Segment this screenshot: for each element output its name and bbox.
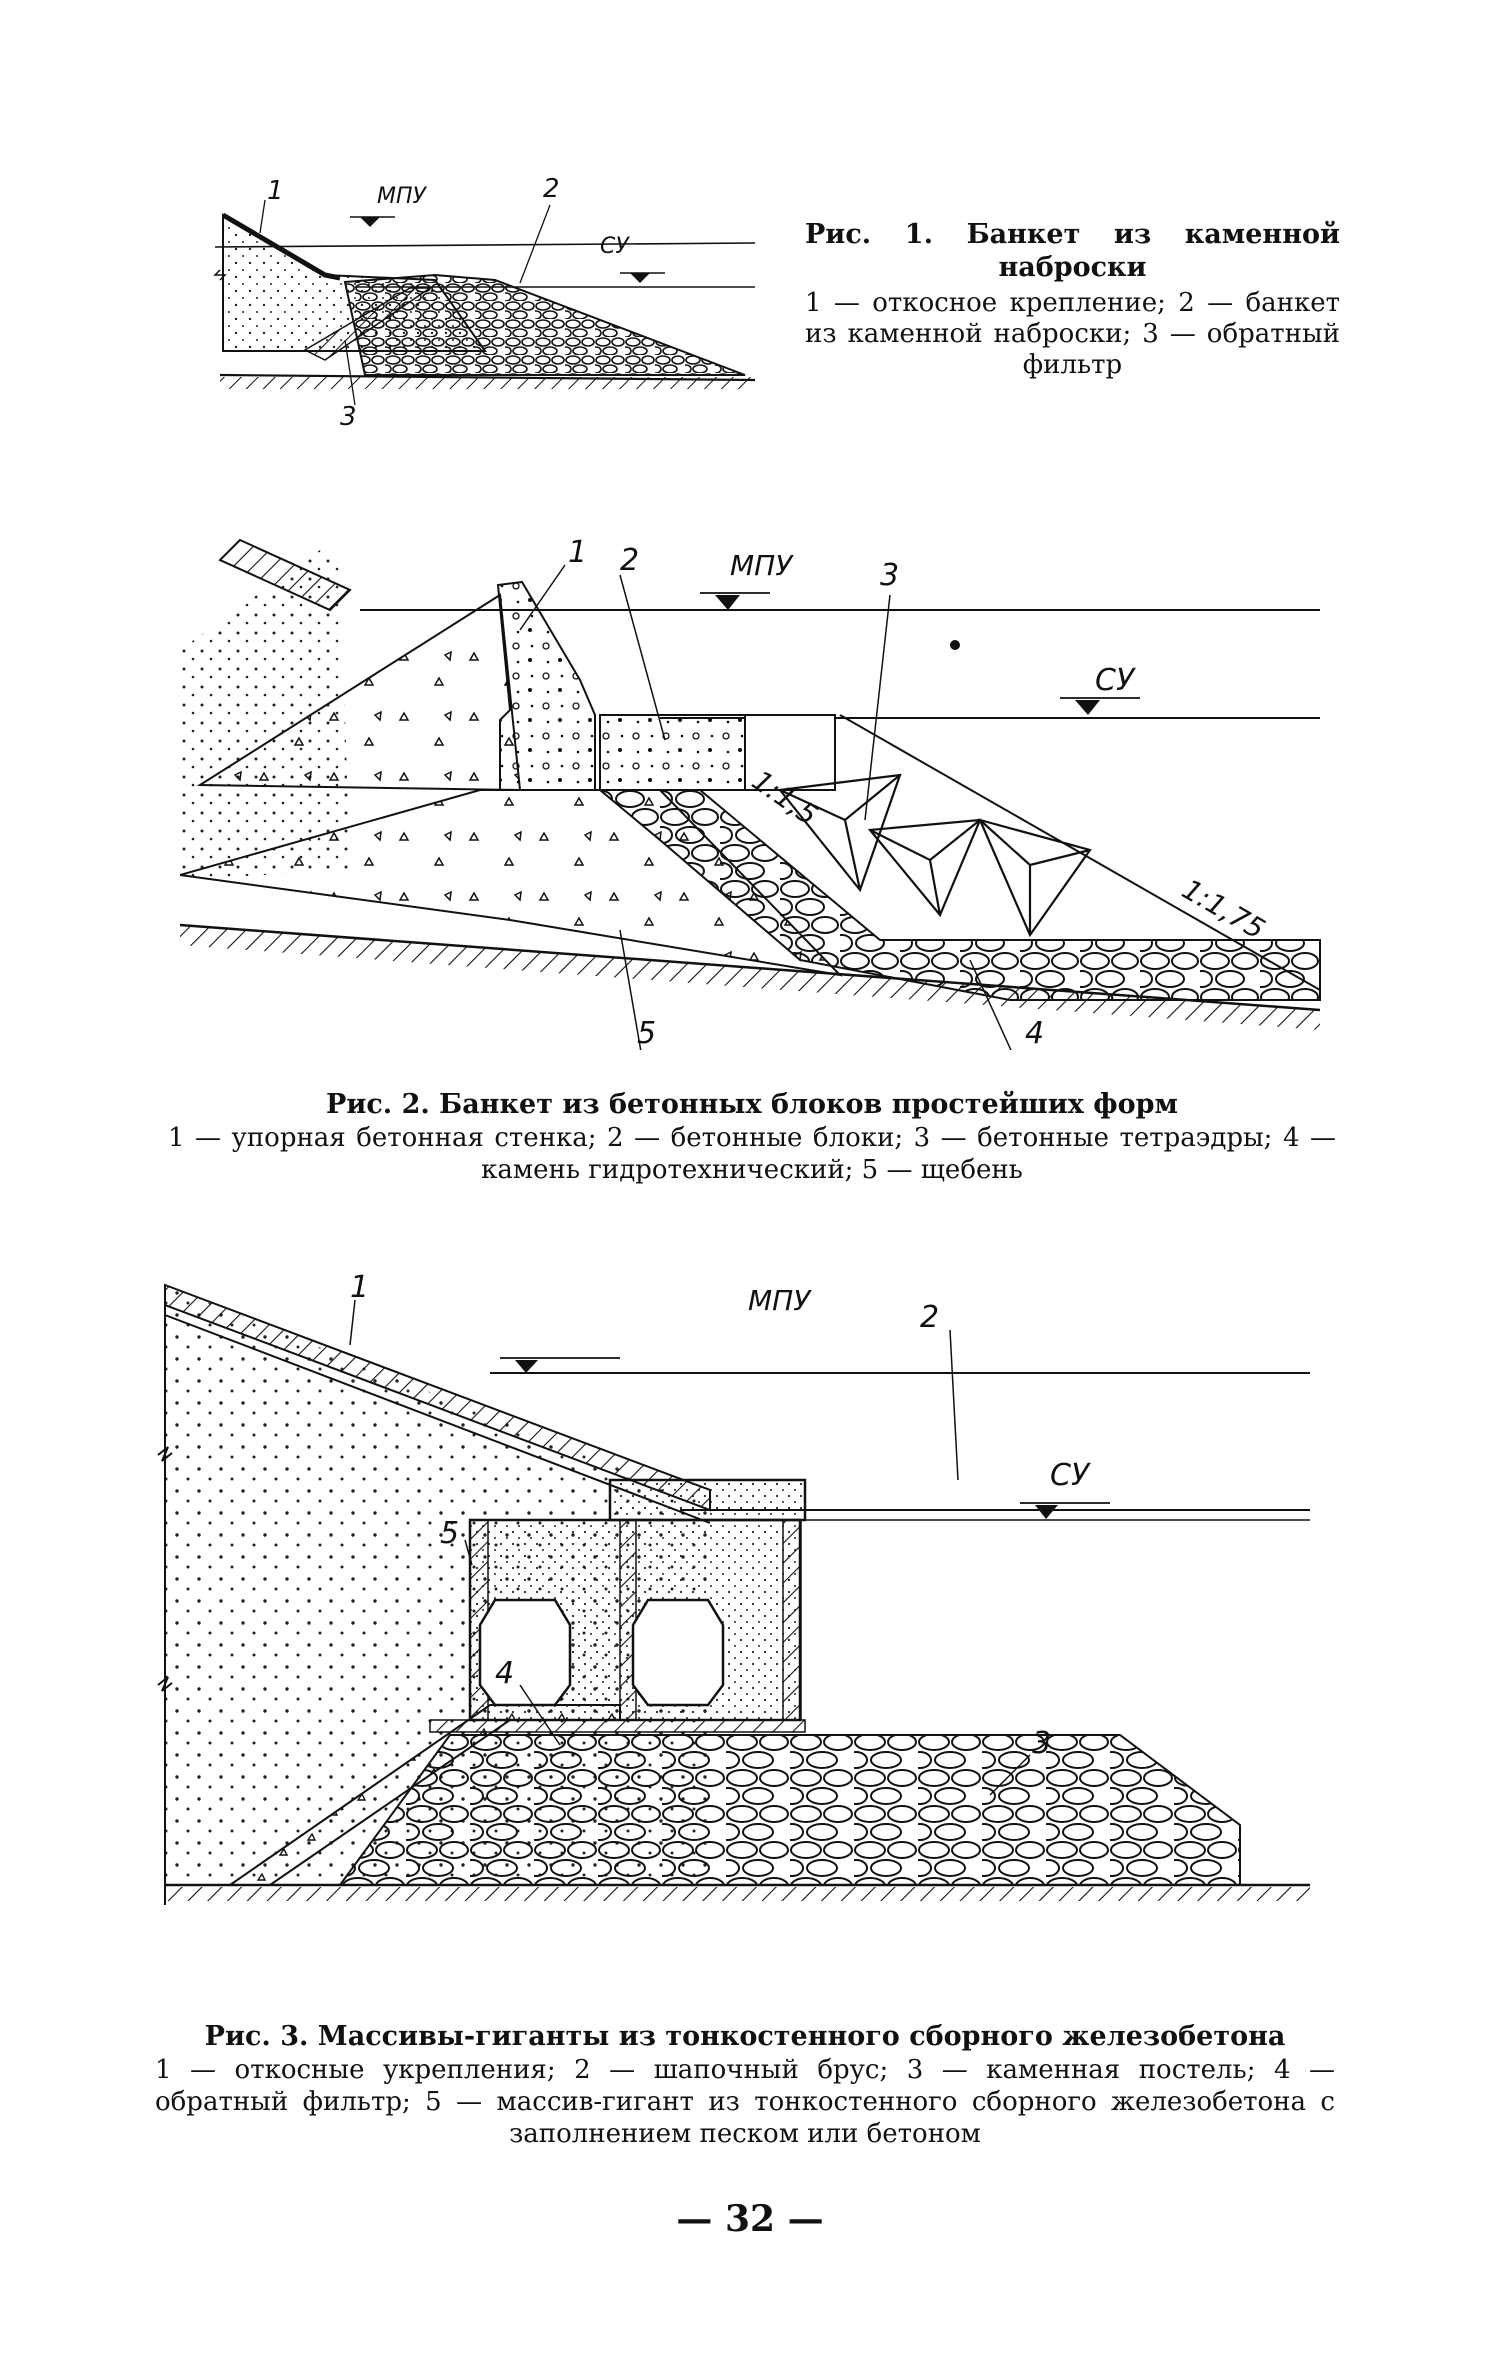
fig1-label-mpu: МПУ: [377, 184, 428, 209]
fig2-label-3: 3: [880, 558, 899, 593]
fig3-label-1: 1: [350, 1270, 369, 1305]
figure-2-title: Рис. 2. Банкет из бетонных блоков просте…: [326, 1089, 1178, 1120]
ground-hatch: [180, 925, 1320, 1030]
fig3-label-4: 4: [495, 1656, 514, 1691]
ground-hatch: [165, 1887, 1310, 1901]
fig2-label-1: 1: [568, 535, 587, 570]
su-level-marker: [630, 273, 650, 283]
break-mark: [157, 1446, 173, 1462]
figure-1-drawing: 1 МПУ 2 СУ 3: [213, 175, 756, 432]
left-soil: [180, 550, 350, 880]
concrete-block: [599, 714, 746, 791]
fig1-label-su: СУ: [600, 234, 630, 259]
fig3-label-3: 3: [1032, 1726, 1051, 1761]
figure-3-caption: Рис. 3. Массивы-гиганты из тонкостенного…: [155, 2020, 1335, 2150]
figure-3-legend: 1 — откосные укрепления; 2 — шапочный бр…: [155, 2055, 1335, 2149]
su-level-marker: [1075, 700, 1100, 715]
mpu-level-marker: [360, 217, 380, 227]
massif-cell-left: [478, 1598, 572, 1707]
figure-1-title: Рис. 1. Банкет из каменной наброски: [805, 219, 1340, 283]
fig2-label-su: СУ: [1095, 663, 1136, 698]
cap-beam: [608, 1478, 807, 1522]
giant-massif: [429, 1518, 806, 1733]
slope-revetment-line: [221, 212, 341, 281]
fig1-label-3: 3: [340, 402, 357, 432]
figure-3-drawing: 1 МПУ 2 СУ 5 4 3: [157, 1270, 1310, 1905]
fig2-label-2: 2: [620, 543, 639, 578]
su-level-marker: [1035, 1505, 1058, 1519]
fig1-label-2: 2: [543, 175, 560, 204]
massif-cell-right: [631, 1598, 725, 1707]
mpu-level-marker: [715, 595, 740, 610]
figure-2-legend: 1 — упорная бетонная стенка; 2 — бетонны…: [168, 1123, 1336, 1185]
figure-1-caption: Рис. 1. Банкет из каменной наброски 1 — …: [805, 218, 1340, 381]
stone-bed: [338, 1734, 1241, 1886]
fig2-label-5: 5: [637, 1016, 656, 1050]
fig2-label-4: 4: [1025, 1016, 1044, 1050]
break-mark: [157, 1676, 173, 1692]
figure-3-title: Рис. 3. Массивы-гиганты из тонкостенного…: [204, 2021, 1286, 2052]
fig1-label-1: 1: [267, 176, 284, 206]
hydro-stone: [597, 789, 1321, 1001]
fig3-label-mpu: МПУ: [748, 1284, 812, 1317]
fig3-label-2: 2: [920, 1300, 939, 1335]
stone-bank: [343, 273, 746, 376]
fig2-label-mpu: МПУ: [730, 549, 794, 582]
figure-1-legend: 1 — откосное крепление; 2 — банкет из ка…: [805, 288, 1340, 380]
fig3-label-5: 5: [440, 1516, 459, 1551]
slope-revetment: [218, 538, 352, 612]
figure-2-drawing: 1 2 МПУ 3 СУ 1:1,5 1:1,75 5 4: [180, 535, 1321, 1050]
mpu-level-marker: [515, 1360, 538, 1373]
tetrahedra-group: [777, 773, 1092, 938]
break-mark: [213, 269, 227, 281]
ground-hatch: [220, 377, 755, 389]
fig3-label-su: СУ: [1050, 1458, 1091, 1493]
concrete-block-plain: [744, 714, 836, 791]
retaining-wall: [496, 580, 596, 791]
page-number: — 32 —: [676, 2198, 824, 2240]
water-line-mpu: [214, 242, 756, 248]
figure-2-caption: Рис. 2. Банкет из бетонных блоков просте…: [168, 1088, 1336, 1186]
reverse-filter: [303, 287, 433, 361]
